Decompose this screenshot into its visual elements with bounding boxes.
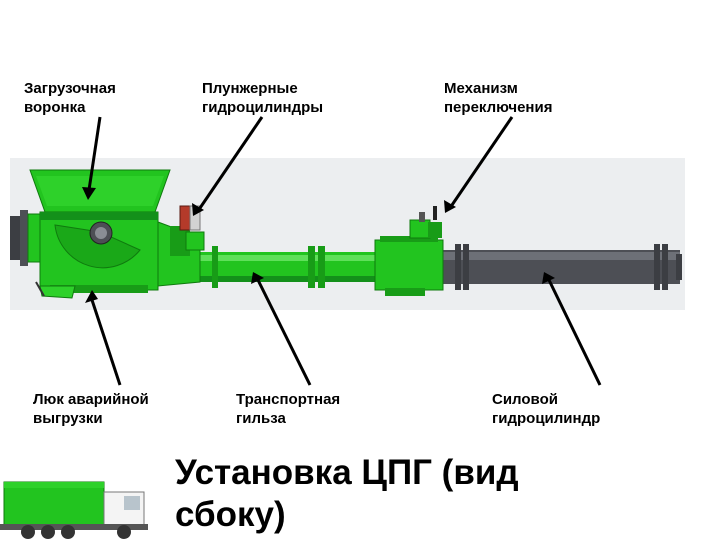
arrow-plunger xyxy=(198,116,264,209)
hopper-housing-shape xyxy=(10,169,205,299)
arrow-power-cylinder xyxy=(547,279,602,386)
truck-icon xyxy=(0,481,148,539)
label-power-cylinder: Силовой гидроцилиндр xyxy=(492,391,601,427)
label-hopper: Загрузочная воронка xyxy=(24,80,116,116)
power-cylinder-shape xyxy=(440,244,682,290)
label-emergency-hatch: Люк аварийной выгрузки xyxy=(33,391,149,427)
arrow-hatch xyxy=(90,299,122,386)
page-title: Установка ЦПГ (вид сбоку) xyxy=(175,453,519,534)
pointer-arrows xyxy=(82,116,602,386)
label-plunger-cylinders: Плунжерные гидроцилиндры xyxy=(202,80,324,116)
label-transport-sleeve: Транспортная гильза xyxy=(236,391,341,427)
arrow-hopper xyxy=(87,116,102,191)
arrow-switch xyxy=(450,116,514,206)
switch-block-shape xyxy=(374,206,444,296)
transport-sleeve-shape xyxy=(175,246,380,288)
arrow-sleeve xyxy=(256,279,312,386)
label-switch-mechanism: Механизм переключения xyxy=(444,80,553,116)
